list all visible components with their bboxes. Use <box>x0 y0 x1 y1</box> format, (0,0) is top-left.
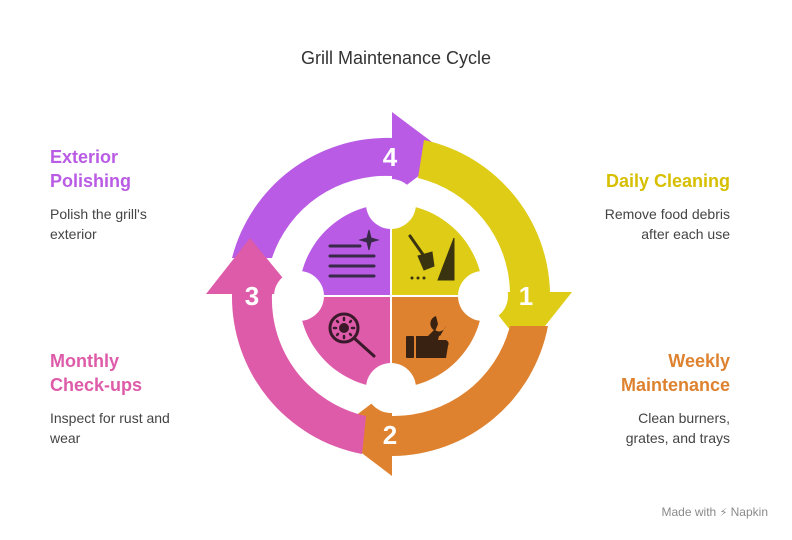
step-1-desc-line2: after each use <box>641 226 730 242</box>
step-number-1: 1 <box>519 281 533 311</box>
step-number-2: 2 <box>383 420 397 450</box>
napkin-brand-label: Napkin <box>730 505 768 519</box>
step-3-description: Inspect for rust and wear <box>50 408 170 448</box>
made-with-napkin[interactable]: Made with ⚡ Napkin <box>662 505 768 519</box>
magnifier-gear-icon <box>328 312 376 358</box>
broom-dustpan-icon <box>408 234 455 281</box>
step-4-description: Polish the grill's exterior <box>50 204 147 244</box>
step-3-heading-line1: Monthly <box>50 351 119 371</box>
step-2-description: Clean burners, grates, and trays <box>626 408 730 448</box>
step-1-heading-line1: Daily Cleaning <box>605 171 730 191</box>
step-4-heading-line2: Polishing <box>50 171 131 191</box>
step-4-heading-line1: Exterior <box>50 147 119 167</box>
step-2-desc-line2: grates, and trays <box>625 430 730 446</box>
step-4-heading: Exterior Polishing <box>50 145 131 193</box>
step-4-desc-line2: exterior <box>50 226 97 242</box>
notch-bottom <box>366 363 416 413</box>
wrench-thumbs-up-icon <box>406 316 449 358</box>
quadrant-step-1 <box>392 204 483 295</box>
step-number-3: 3 <box>245 281 259 311</box>
arrow-step-4 <box>232 112 448 258</box>
arrow-step-2 <box>334 326 548 476</box>
quadrant-step-4 <box>299 204 390 295</box>
step-1-desc-line1: Remove food debris <box>604 206 730 222</box>
step-2-heading-line2: Maintenance <box>620 375 730 395</box>
step-3-heading-line2: Check-ups <box>50 375 143 395</box>
diagram-title: Grill Maintenance Cycle <box>300 48 492 68</box>
step-3-desc-line1: Inspect for rust and <box>50 410 170 426</box>
notch-left <box>274 271 324 321</box>
napkin-logo-icon: ⚡ <box>719 507 728 519</box>
step-2-desc-line1: Clean burners, <box>638 410 730 426</box>
sparkle-lines-icon <box>328 229 380 278</box>
arrow-step-3 <box>206 238 366 454</box>
step-2-heading-line1: Weekly <box>668 351 730 371</box>
step-1-description: Remove food debris after each use <box>605 204 730 244</box>
notch-right <box>458 271 508 321</box>
arrow-step-1 <box>418 140 572 350</box>
cycle-arrows <box>206 112 572 476</box>
step-3-heading: Monthly Check-ups <box>50 349 142 397</box>
notch-top <box>366 179 416 229</box>
step-number-4: 4 <box>383 142 398 172</box>
step-3-desc-line2: wear <box>50 430 81 446</box>
inner-quadrants <box>274 179 508 413</box>
step-2-heading: Weekly Maintenance <box>621 349 730 397</box>
made-with-label: Made with <box>661 505 717 519</box>
step-4-desc-line1: Polish the grill's <box>50 206 147 222</box>
step-1-heading: Daily Cleaning <box>606 169 730 193</box>
